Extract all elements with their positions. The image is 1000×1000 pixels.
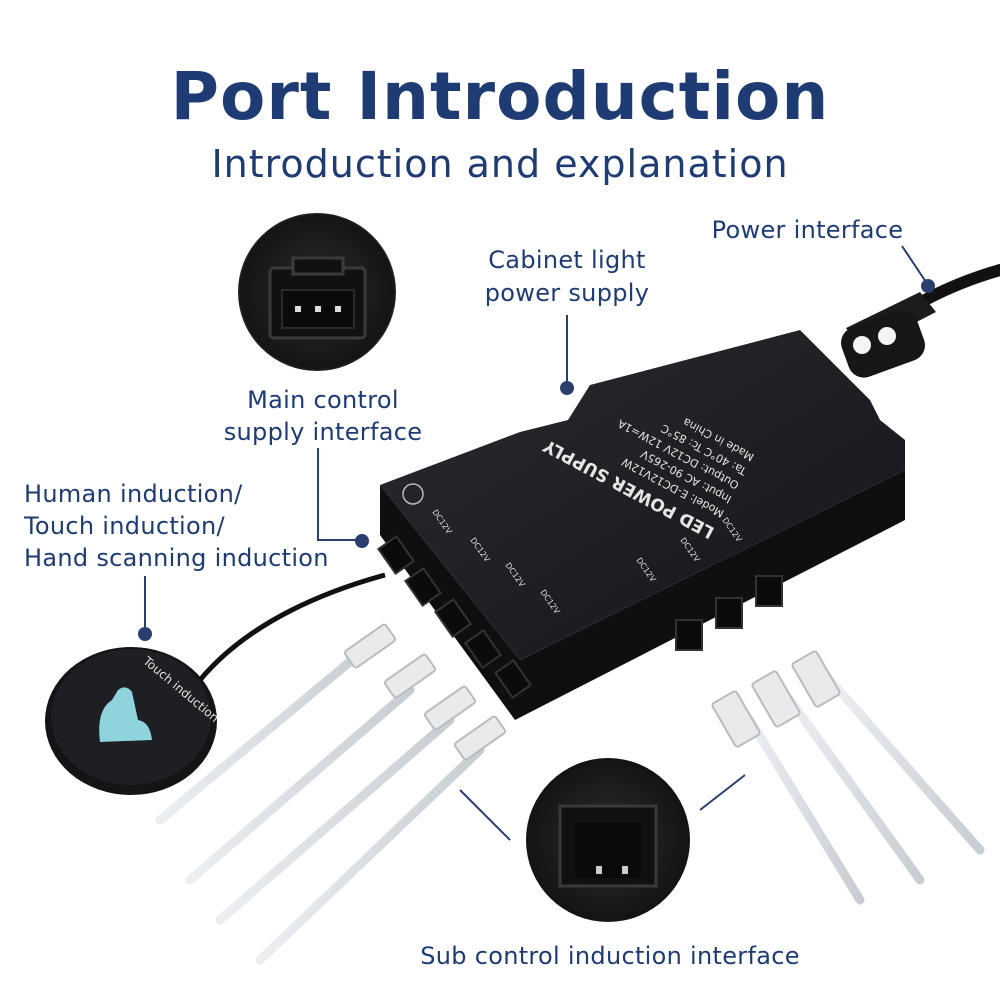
label-main-control-line1: Main control <box>247 386 399 414</box>
sub-control-connector-closeup <box>526 758 690 922</box>
page-title: Port Introduction <box>170 58 830 135</box>
left-cable-harness <box>155 640 485 965</box>
right-wire-connectors <box>711 650 841 748</box>
callout-lines <box>144 245 929 841</box>
label-human-induction: Human induction/ Touch induction/ Hand s… <box>24 478 329 574</box>
sensor-symbol-icon <box>402 483 424 505</box>
main-control-connector-closeup <box>238 213 396 371</box>
label-human-line1: Human induction/ <box>24 480 243 508</box>
hand-touch-icon <box>99 687 152 742</box>
callout-dots <box>138 279 935 641</box>
label-sub-control-induction-interface: Sub control induction interface <box>400 940 820 972</box>
label-main-control-line2: supply interface <box>223 418 423 446</box>
label-human-line2: Touch induction/ <box>24 512 225 540</box>
touch-sensor: Touch induction <box>45 572 386 795</box>
left-wire-connectors <box>343 623 507 761</box>
label-power-interface-text: Power interface <box>711 216 904 244</box>
label-main-control-supply-interface: Main control supply interface <box>212 384 434 448</box>
label-cabinet-light-line2: power supply <box>484 279 650 307</box>
power-cable <box>841 264 1000 378</box>
label-cabinet-light-line1: Cabinet light <box>488 246 646 274</box>
right-cable-harness <box>745 675 985 905</box>
label-cabinet-light-power-supply: Cabinet light power supply <box>462 244 672 310</box>
label-sub-control-text: Sub control induction interface <box>420 942 800 970</box>
page-subtitle: Introduction and explanation <box>211 142 789 186</box>
label-power-interface: Power interface <box>700 214 915 246</box>
label-human-line3: Hand scanning induction <box>24 544 329 572</box>
led-power-supply-box: LED POWER SUPPLY Model: E-DC12V12W Input… <box>376 330 905 720</box>
